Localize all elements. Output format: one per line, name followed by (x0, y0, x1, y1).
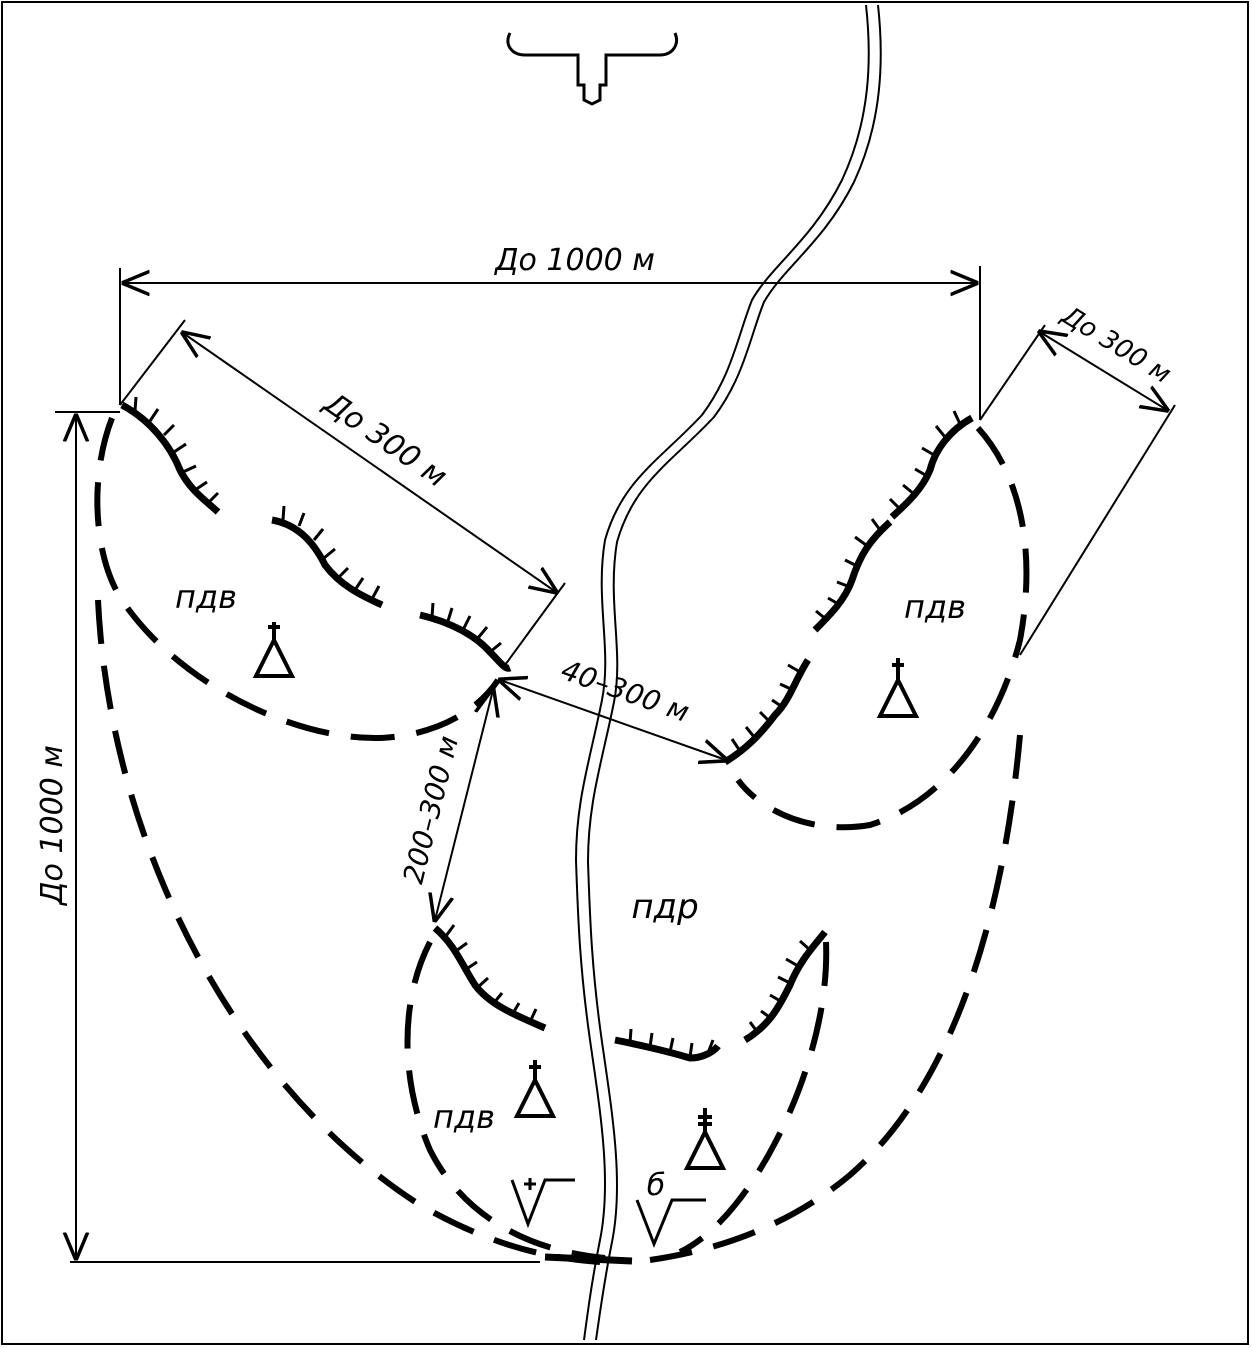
rear-platoon-boundary (404, 940, 606, 1261)
depth-dimension (55, 411, 540, 1263)
depth-label: До 1000 м (35, 745, 70, 907)
left-platoon-label: пдв (175, 578, 237, 616)
left-front-dimension (119, 319, 566, 666)
rear-right-boundary (678, 941, 830, 1255)
left-observation-post-icon (510, 1178, 575, 1229)
width-label: До 1000 м (493, 243, 655, 278)
rear-trench-right (743, 929, 828, 1044)
rear-platoon-label: пдв (433, 1098, 495, 1136)
left-trench-2 (271, 505, 384, 609)
second-line-dimension (435, 690, 493, 920)
right-trench-1 (888, 410, 974, 520)
right-platoon-boundary (735, 425, 1030, 831)
rear-trench-middle (614, 1028, 721, 1062)
company-area-boundary-right (649, 734, 1023, 1263)
company-command-post-icon (683, 1108, 727, 1170)
width-dimension (119, 266, 981, 420)
river (574, 4, 882, 1341)
right-trench-3 (723, 658, 811, 766)
right-front-label: До 300 м (1055, 300, 1176, 390)
right-command-post-icon (876, 658, 920, 718)
right-trench-2 (812, 518, 893, 633)
left-command-post-icon (252, 622, 296, 678)
rear-command-post-icon (513, 1060, 557, 1118)
right-platoon-label: пдв (904, 588, 966, 626)
second-line-label: 200–300 м (397, 732, 466, 886)
enemy-direction-icon (506, 32, 678, 106)
rear-closing-line (544, 1253, 633, 1265)
battalion-mark-label: б (647, 1168, 666, 1203)
left-trench-3 (419, 602, 512, 672)
company-label: пдр (631, 887, 698, 927)
left-trench-1 (120, 396, 221, 515)
right-observation-post-icon (635, 1198, 706, 1249)
right-front-dimension (979, 324, 1176, 656)
gap-dimension (500, 680, 726, 760)
rear-trench-left (432, 924, 547, 1032)
gap-label: 40–300 м (557, 653, 693, 729)
company-area-boundary-left (95, 599, 601, 1265)
